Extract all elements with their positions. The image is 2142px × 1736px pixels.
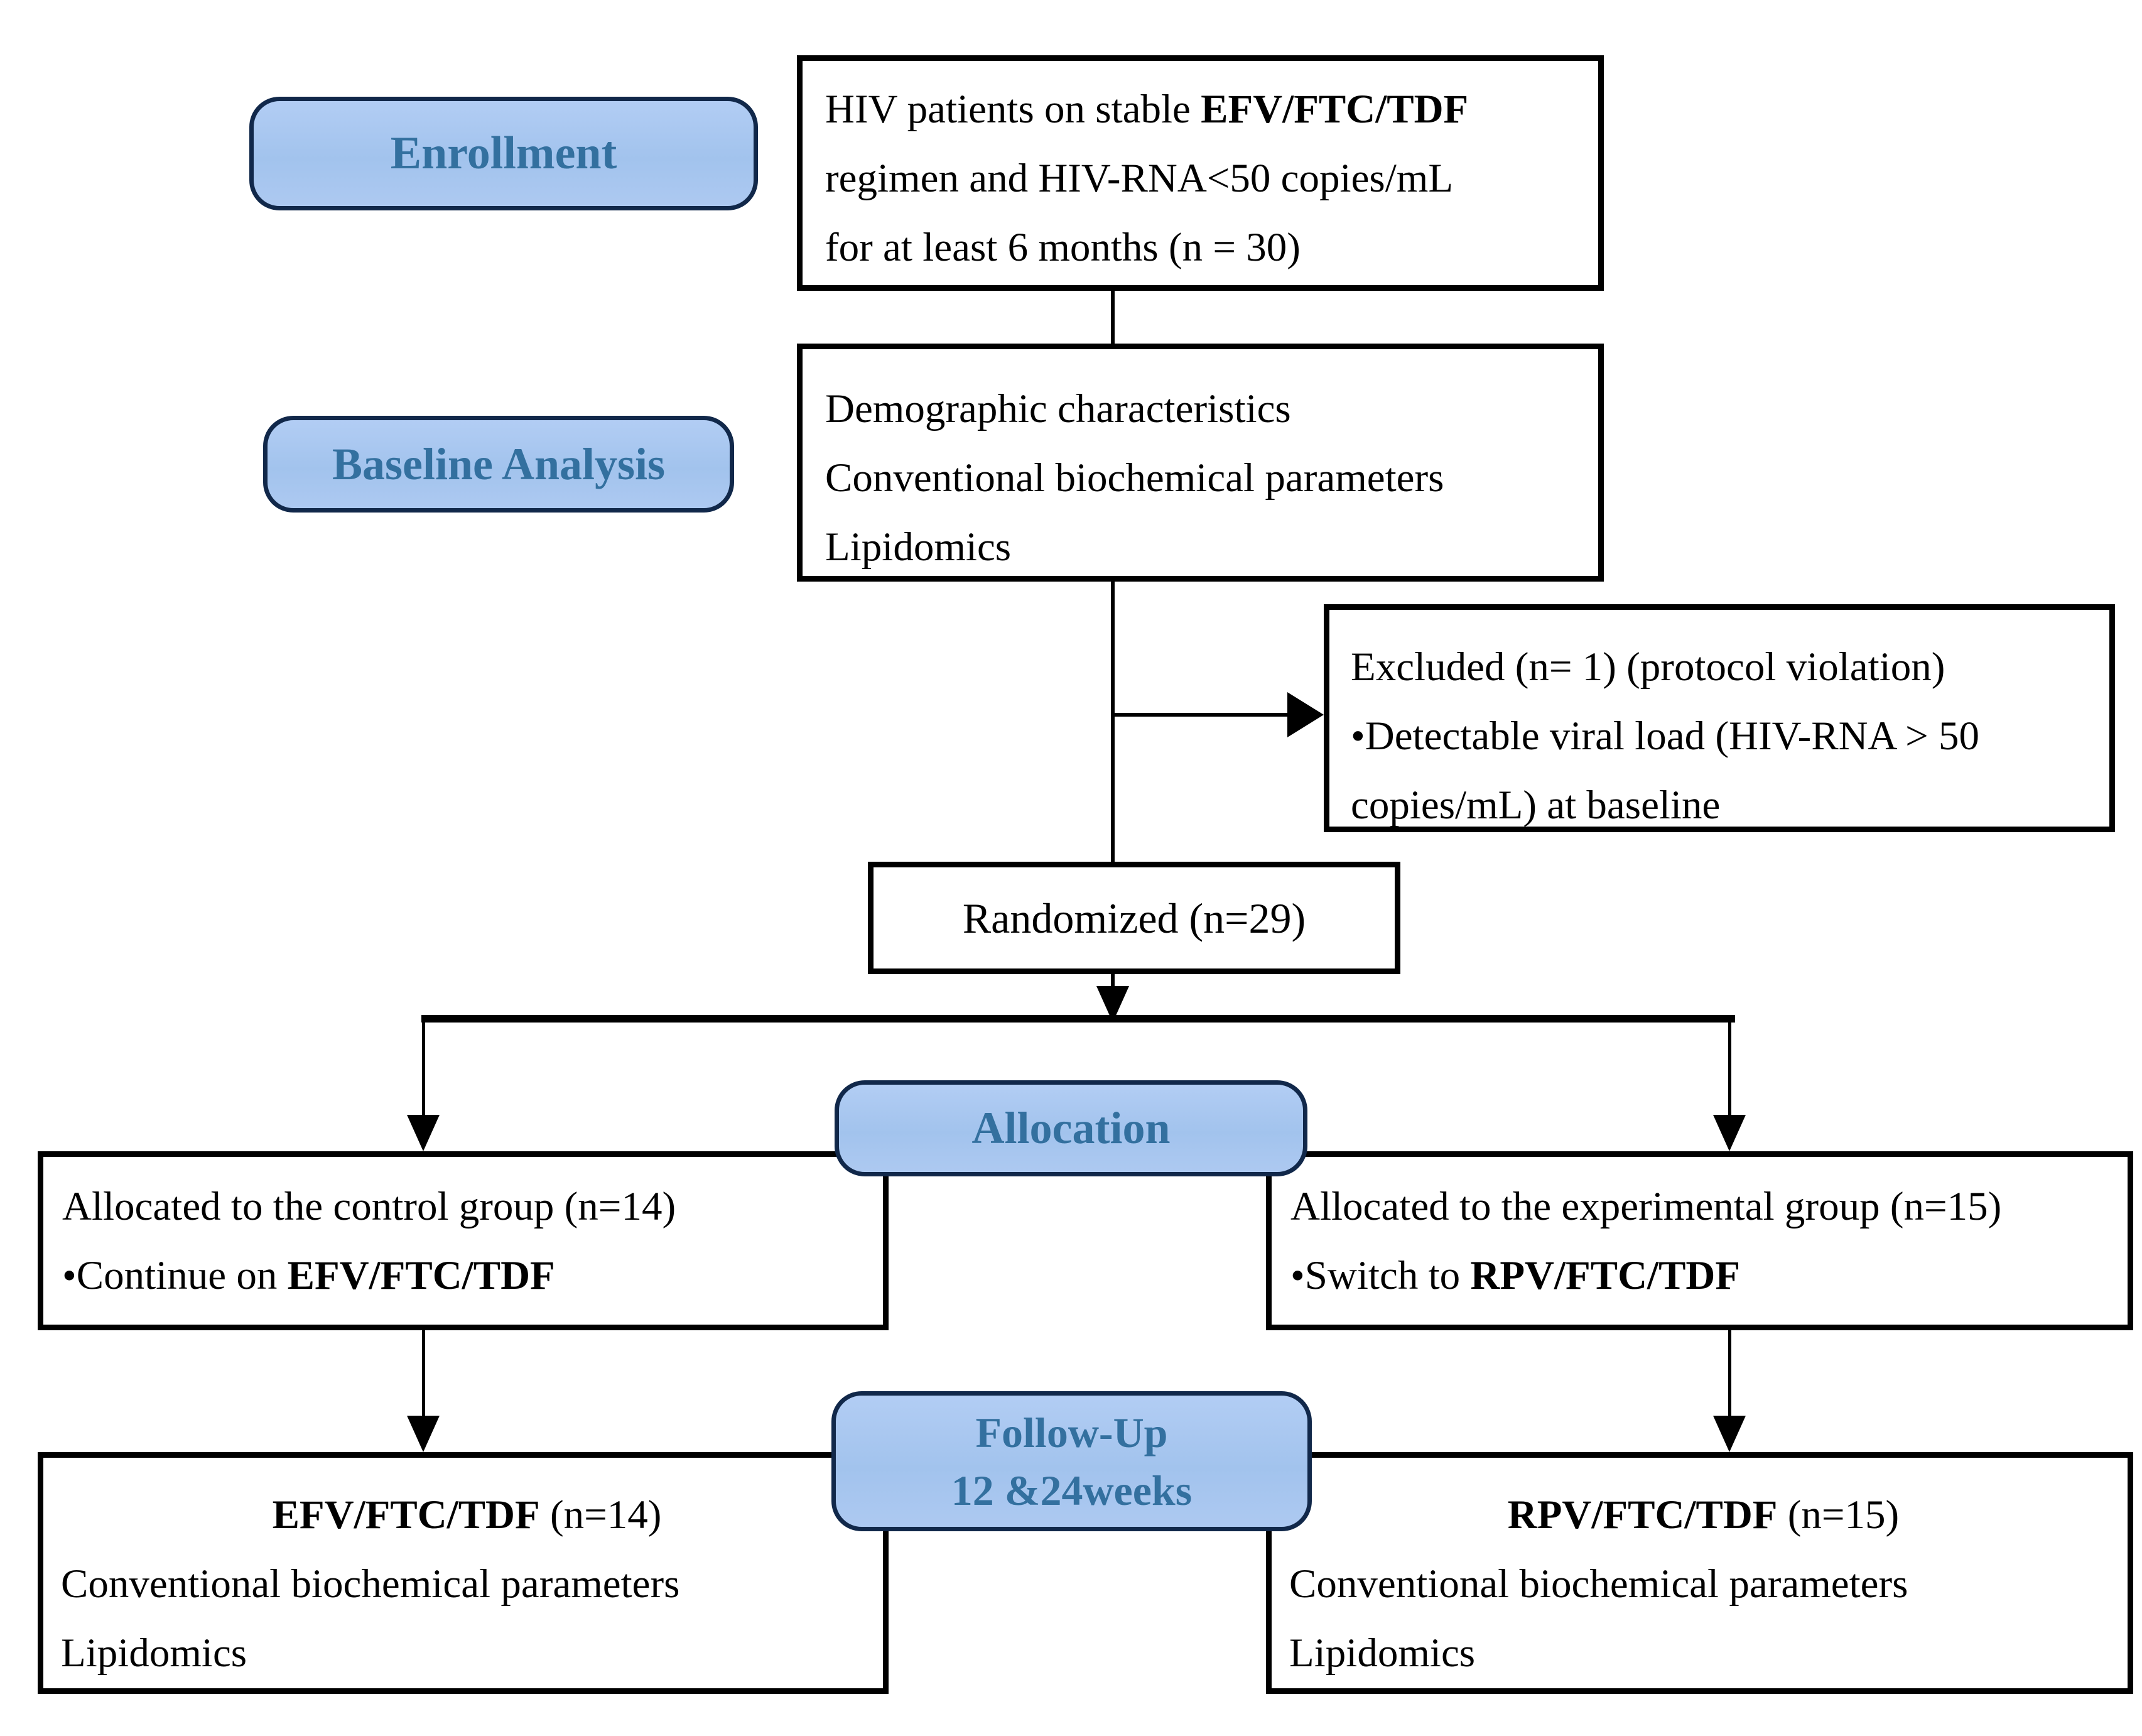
- followup-stage-label: Follow-Up 12 &24weeks: [831, 1391, 1312, 1531]
- followup-stage-text-line2: 12 &24weeks: [951, 1466, 1193, 1514]
- randomized-label: Randomized (n=29): [962, 894, 1306, 942]
- followup-stage-text-line1: Follow-Up: [975, 1408, 1168, 1457]
- experimental-regimen: RPV/FTC/TDF: [1470, 1253, 1741, 1298]
- experimental-line1: Allocated to the experimental group (n=1…: [1290, 1184, 2002, 1229]
- excluded-line2: •Detectable viral load (HIV-RNA > 50: [1351, 713, 1980, 759]
- allocation-stage-label: Allocation: [835, 1080, 1307, 1176]
- arrowhead-excluded: [1287, 692, 1324, 737]
- experimental-fu-line3: Lipidomics: [1289, 1630, 1476, 1676]
- baseline-line1: Demographic characteristics: [825, 386, 1291, 431]
- arrowhead-split: [1096, 986, 1129, 1023]
- baseline-analysis-box: Demographic characteristics Conventional…: [797, 344, 1604, 582]
- eligibility-line2: regimen and HIV-RNA<50 copies/mL: [825, 156, 1454, 201]
- control-fu-line3: Lipidomics: [61, 1630, 247, 1676]
- excluded-line1: Excluded (n= 1) (protocol violation): [1351, 644, 1945, 690]
- baseline-stage-label: Baseline Analysis: [263, 416, 734, 513]
- connector-split-to-control: [422, 1023, 425, 1117]
- baseline-line3: Lipidomics: [825, 524, 1012, 570]
- connector-eligibility-to-baseline: [1111, 291, 1115, 346]
- arrowhead-experimental-followup: [1713, 1416, 1746, 1452]
- enrollment-stage-label: Enrollment: [249, 97, 758, 210]
- control-fu-n: (n=14): [539, 1492, 662, 1538]
- eligibility-box: HIV patients on stable EFV/FTC/TDF regim…: [797, 55, 1604, 291]
- control-line2: •Continue on EFV/FTC/TDF: [62, 1241, 873, 1310]
- experimental-allocation-box: Allocated to the experimental group (n=1…: [1266, 1151, 2133, 1330]
- arrowhead-control-followup: [407, 1416, 440, 1452]
- baseline-line2: Conventional biochemical parameters: [825, 455, 1444, 501]
- excluded-line3: copies/mL) at baseline: [1351, 783, 1721, 828]
- eligibility-line1-text: HIV patients on stable: [825, 87, 1201, 132]
- experimental-followup-box: RPV/FTC/TDF (n=15) Conventional biochemi…: [1266, 1452, 2133, 1694]
- eligibility-line3: for at least 6 months (n = 30): [825, 225, 1301, 270]
- connector-experimental-to-followup: [1728, 1330, 1731, 1418]
- control-fu-line2: Conventional biochemical parameters: [61, 1561, 680, 1607]
- connector-split-to-experimental: [1728, 1023, 1731, 1117]
- excluded-box: Excluded (n= 1) (protocol violation) •De…: [1324, 604, 2115, 832]
- control-regimen: EFV/FTC/TDF: [287, 1253, 555, 1298]
- experimental-line2-text: •Switch to: [1290, 1253, 1471, 1298]
- experimental-fu-regimen: RPV/FTC/TDF: [1507, 1492, 1778, 1538]
- connector-control-to-followup: [422, 1330, 425, 1418]
- experimental-line2: •Switch to RPV/FTC/TDF: [1290, 1241, 2118, 1310]
- enrollment-stage-text: Enrollment: [390, 127, 617, 179]
- randomized-box: Randomized (n=29): [868, 862, 1400, 974]
- experimental-fu-n: (n=15): [1777, 1492, 1900, 1538]
- control-line1: Allocated to the control group (n=14): [62, 1184, 676, 1229]
- split-line: [421, 1015, 1735, 1023]
- eligibility-regimen: EFV/FTC/TDF: [1201, 87, 1469, 132]
- allocation-stage-text: Allocation: [971, 1103, 1171, 1153]
- connector-baseline-to-randomized: [1111, 579, 1115, 872]
- connector-branch-to-excluded: [1113, 713, 1292, 717]
- arrowhead-experimental: [1713, 1115, 1746, 1151]
- arrowhead-control: [407, 1115, 440, 1151]
- control-fu-line1: EFV/FTC/TDF (n=14): [61, 1480, 873, 1549]
- control-fu-regimen: EFV/FTC/TDF: [272, 1492, 540, 1538]
- baseline-stage-text: Baseline Analysis: [332, 438, 666, 489]
- control-followup-box: EFV/FTC/TDF (n=14) Conventional biochemi…: [38, 1452, 889, 1694]
- experimental-fu-line1: RPV/FTC/TDF (n=15): [1289, 1480, 2118, 1549]
- control-allocation-box: Allocated to the control group (n=14) •C…: [38, 1151, 889, 1330]
- eligibility-line1: HIV patients on stable EFV/FTC/TDF: [825, 75, 1586, 144]
- control-line2-text: •Continue on: [62, 1253, 288, 1298]
- experimental-fu-line2: Conventional biochemical parameters: [1289, 1561, 1908, 1607]
